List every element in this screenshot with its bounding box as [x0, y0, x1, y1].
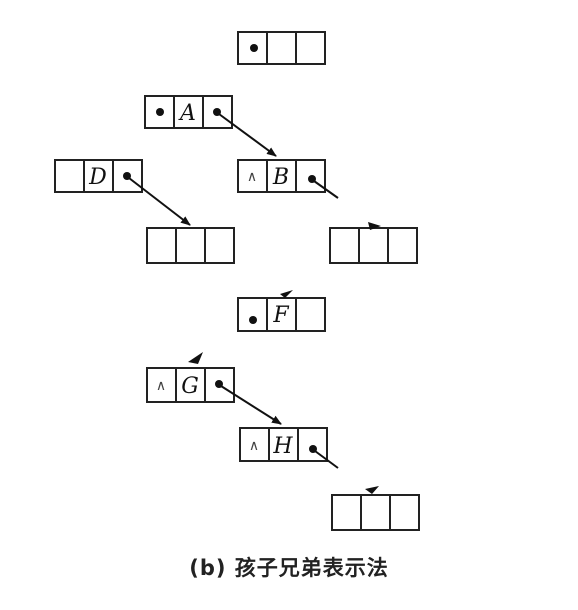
node-F-label: F [272, 303, 289, 328]
pointer-dot [250, 44, 258, 52]
node-6-cell-left [329, 227, 360, 264]
node-G-cell-right [204, 367, 235, 403]
node-5-cell-mid [175, 227, 206, 264]
node-B-cell-right [295, 159, 326, 193]
pointer-H-sibling [314, 450, 339, 469]
node-5-cell-right [204, 227, 235, 264]
arrowhead-tip [280, 290, 293, 298]
node-A-label: A [178, 101, 196, 126]
arrow-A-to-B [218, 113, 277, 157]
node-D-cell-left [54, 159, 85, 193]
node-10-cell-mid [360, 494, 391, 531]
node-5-cell-left [146, 227, 177, 264]
figure-caption: (b) 孩子兄弟表示法 [189, 556, 389, 580]
node-D: D [54, 159, 143, 193]
node-B: ∧ B [237, 159, 326, 193]
node-B-sibling [329, 227, 418, 264]
node-F-cell-left [237, 297, 268, 332]
pointer-dot [156, 108, 164, 116]
node-G: ∧ G [146, 367, 235, 403]
arrowhead-tip [365, 486, 379, 494]
node-B-label: B [272, 165, 289, 190]
arrow-D-to-child [128, 177, 191, 226]
node-6-cell-right [387, 227, 418, 264]
node-A-cell-right [202, 95, 233, 129]
arrowhead-tip [188, 352, 203, 364]
node-H: ∧ H [239, 427, 328, 462]
node-root [237, 31, 326, 65]
node-10-cell-right [389, 494, 420, 531]
node-A: A [144, 95, 233, 129]
node-root-cell-mid [266, 31, 297, 65]
node-D-child [146, 227, 235, 264]
node-6-cell-mid [358, 227, 389, 264]
node-H-null-mark: ∧ [249, 438, 259, 454]
node-H-cell-right [297, 427, 328, 462]
node-D-label: D [88, 165, 107, 190]
pointer-B-sibling [313, 180, 339, 199]
pointer-dot [249, 316, 257, 324]
arrowhead-tip [368, 222, 381, 230]
node-G-null-mark: ∧ [156, 378, 166, 394]
node-G-label: G [181, 374, 199, 399]
node-H-sibling [331, 494, 420, 531]
node-10-cell-left [331, 494, 362, 531]
arrow-G-to-H [220, 385, 282, 425]
node-F-cell-right [295, 297, 326, 332]
node-B-null-mark: ∧ [247, 169, 257, 185]
node-H-label: H [272, 434, 293, 459]
node-D-cell-right [112, 159, 143, 193]
node-root-cell-right [295, 31, 326, 65]
node-F: F [237, 297, 326, 332]
